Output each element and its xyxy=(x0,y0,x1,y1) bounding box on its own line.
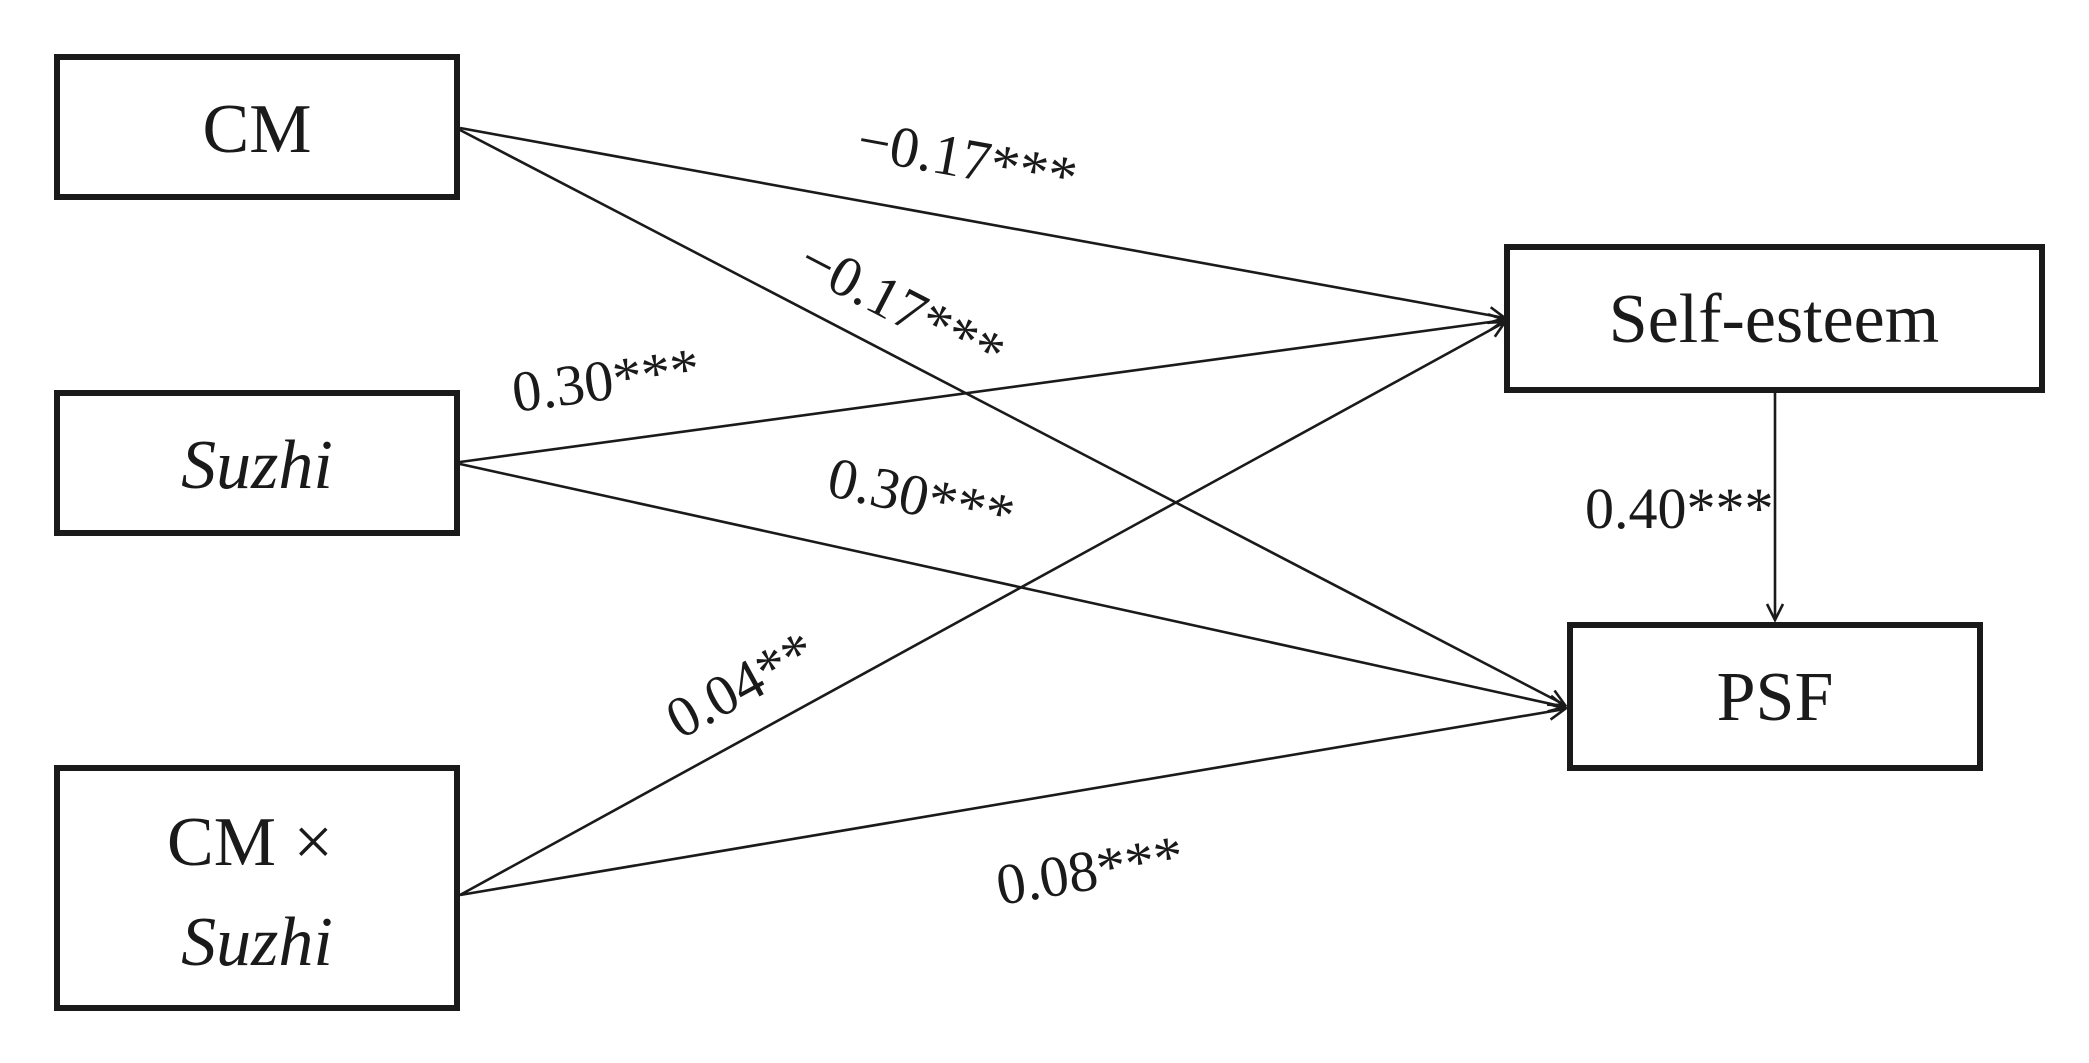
node-psf: PSF xyxy=(1567,622,1983,771)
path-interaction-to-psf xyxy=(459,709,1565,897)
node-suzhi-label: Suzhi xyxy=(181,427,333,504)
node-suzhi: Suzhi xyxy=(54,390,460,536)
node-self-esteem: Self-esteem xyxy=(1504,244,2045,393)
path-cm-to-self-esteem xyxy=(459,126,1505,318)
coef-cm-to-psf: −0.17*** xyxy=(789,226,1015,386)
coef-cm-to-self-esteem: −0.17*** xyxy=(853,107,1082,211)
path-suzhi-to-psf xyxy=(459,462,1565,707)
node-cm-x-suzhi-label-line1: CM × xyxy=(167,804,333,881)
node-cm-label: CM xyxy=(203,91,312,168)
coef-self-esteem-to-psf: 0.40*** xyxy=(1585,476,1774,541)
coef-suzhi-to-psf: 0.30*** xyxy=(822,444,1020,548)
node-cm-x-suzhi: CM × Suzhi xyxy=(54,765,460,1011)
node-cm-x-suzhi-label-line2: Suzhi xyxy=(181,904,333,981)
coef-interaction-to-self-esteem: 0.04** xyxy=(655,618,826,752)
node-self-esteem-label: Self-esteem xyxy=(1609,281,1939,358)
path-interaction-to-self-esteem xyxy=(459,322,1505,897)
node-cm: CM xyxy=(54,54,460,200)
path-suzhi-to-self-esteem xyxy=(459,320,1505,464)
coef-suzhi-to-self-esteem: 0.30*** xyxy=(508,335,704,425)
coef-interaction-to-psf: 0.08*** xyxy=(991,823,1188,918)
path-cm-to-psf xyxy=(459,128,1565,705)
node-psf-label: PSF xyxy=(1717,659,1834,736)
